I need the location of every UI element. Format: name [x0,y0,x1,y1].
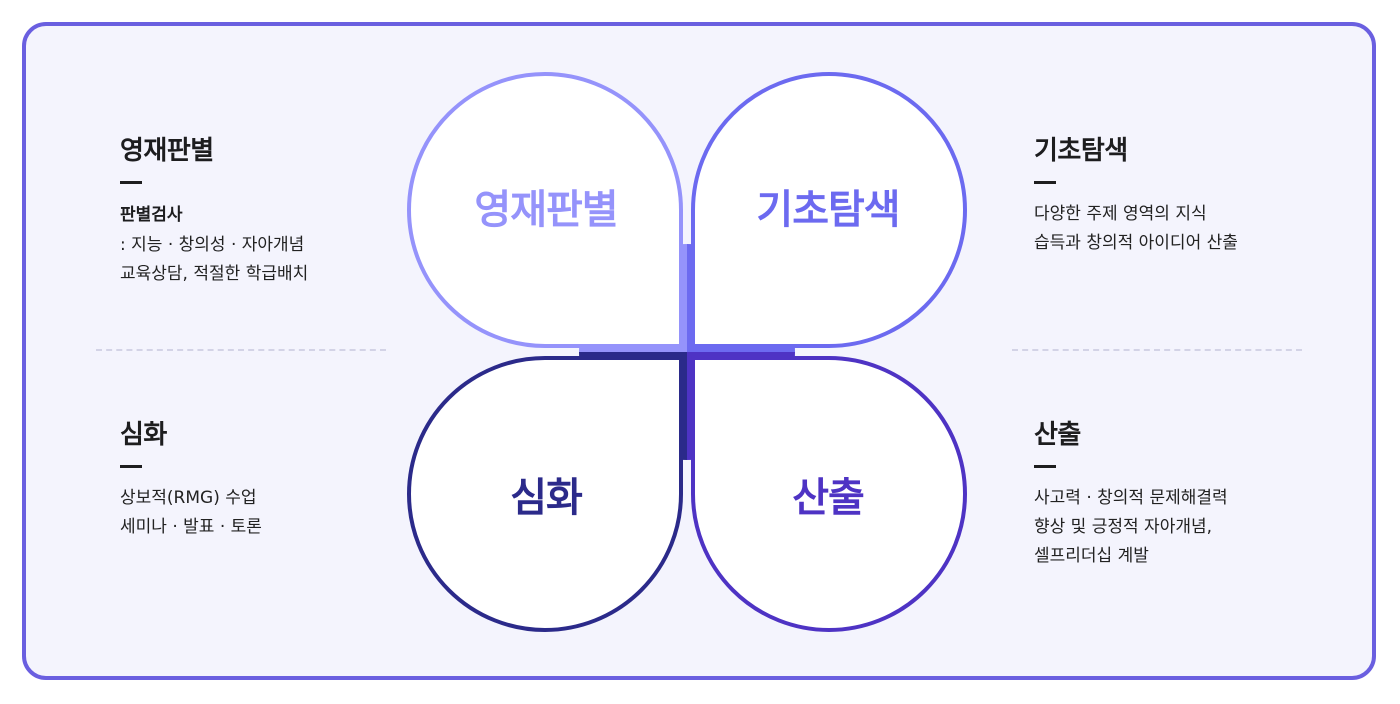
petal-label-bottom-right: 산출 [792,475,864,521]
info-line: 상보적(RMG) 수업 [120,488,257,508]
left-divider [96,349,386,351]
info-gifted-identification: 영재판별 판별검사 : 지능 · 창의성 · 자아개념 교육상담, 적절한 학급… [120,130,308,289]
info-line: 다양한 주제 영역의 지식 [1034,204,1207,224]
info-line: 향상 및 긍정적 자아개념, [1034,517,1213,537]
title-dash [1034,181,1056,184]
title-dash [1034,465,1056,468]
petal-label-top-right: 기초탐색 [756,187,899,233]
info-line: : 지능 · 창의성 · 자아개념 [120,235,305,255]
info-enrichment: 심화 상보적(RMG) 수업 세미나 · 발표 · 토론 [120,414,262,542]
info-line: 셀프리더십 계발 [1034,546,1149,566]
info-line: 교육상담, 적절한 학급배치 [120,264,309,284]
info-line: 세미나 · 발표 · 토론 [120,517,262,537]
info-basic-exploration: 기초탐색 다양한 주제 영역의 지식 습득과 창의적 아이디어 산출 [1034,130,1238,258]
petal-bottom-left [407,356,683,632]
info-title: 심화 [120,420,167,450]
info-subtitle: 판별검사 [120,205,183,225]
petal-label-top-left: 영재판별 [474,187,617,233]
right-divider [1012,349,1302,351]
petal-label-bottom-left: 심화 [510,475,583,521]
petal-top-left [407,72,683,348]
info-line: 사고력 · 창의적 문제해결력 [1034,488,1228,508]
info-title: 산출 [1034,420,1081,450]
petal-bottom-right [691,356,967,632]
info-line: 습득과 창의적 아이디어 산출 [1034,233,1238,253]
info-output: 산출 사고력 · 창의적 문제해결력 향상 및 긍정적 자아개념, 셀프리더십 … [1034,414,1228,571]
title-dash [120,465,142,468]
petal-top-right [691,72,967,348]
info-title: 기초탐색 [1034,136,1128,166]
title-dash [120,181,142,184]
info-title: 영재판별 [120,136,214,166]
